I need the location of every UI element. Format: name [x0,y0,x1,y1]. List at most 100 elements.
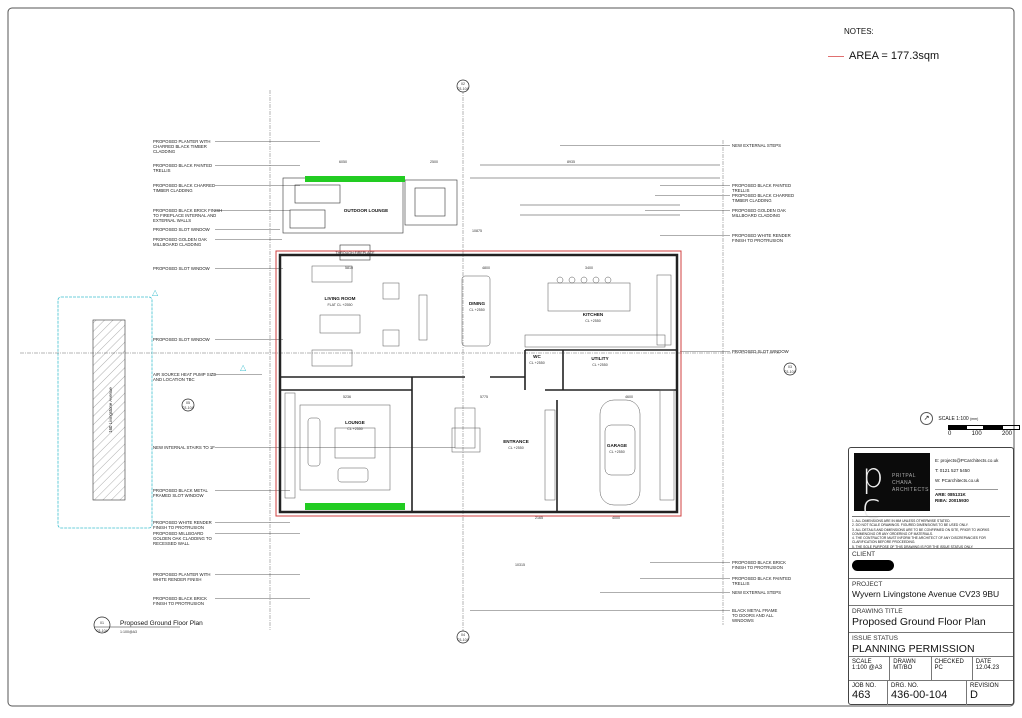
area-outline-swatch [828,55,844,57]
dimension: 2500 [430,160,438,164]
section-marker-top: 02 03-104 [456,79,470,93]
issue-status: PLANNING PERMISSION [852,643,975,655]
checked-label: CHECKED [934,659,964,665]
callout-text: NEW EXTERNAL STEPS [732,143,781,148]
room-living-room: LIVING ROOM [325,296,356,301]
riba-number: RIBA: 20015930 [935,498,969,503]
drawing-title-label: Proposed Ground Floor Plan [120,620,203,627]
north-arrow-icon: ↗ [920,412,933,425]
callout-text: PROPOSED SLOT WINDOW [153,227,211,232]
client-redacted [852,560,894,571]
room-tag: CL +2550 [585,319,601,323]
left-callout: PROPOSED SLOT WINDOW [153,266,211,271]
room-tag: CL +2550 [592,363,608,367]
dimension: 4600 [625,395,633,399]
dimension: 6050 [339,160,347,164]
callout-text: PROPOSED MILLBOARD [153,531,203,536]
callout-text: AIR SOURCE HEAT PUMP SIZE [153,372,216,377]
site-location-plan: 160 Livingstone Avenue △ △ [57,288,247,529]
svg-text:03-104: 03-104 [784,370,795,374]
drawing-reference: 01 03-104 Proposed Ground Floor Plan 1:1… [93,616,203,634]
callout-text: PROPOSED BLACK PAINTED [153,163,212,168]
site-label: 160 Livingstone Avenue [108,387,113,433]
dimension: 8935 [567,160,575,164]
room-kitchen: KITCHEN [583,312,604,317]
callout-text: PROPOSED GOLDEN OAK [153,237,207,242]
website-link[interactable]: W: PCarchitects.co.uk [935,478,980,483]
left-callout: PROPOSED SLOT WINDOW [153,337,211,342]
svg-text:03-104: 03-104 [457,638,468,642]
svg-text:03-104: 03-104 [182,406,193,410]
callout-text: PROPOSED PLANTER WITH [153,139,211,144]
room-tag: CL +2550 [529,361,545,365]
callout-text: FINISH TO PROTRUSION [732,565,783,570]
scale-tick: 0 [948,431,952,437]
disclaimer: 2. DO NOT SCALE DRAWINGS. FIGURED DIMENS… [852,523,969,528]
disclaimer: 4. THE CONTRACTOR MUST INFORM THE ARCHIT… [852,536,986,545]
sheet-border [7,7,1015,707]
scale-tick: 100 [971,431,982,437]
svg-text:01: 01 [100,621,104,625]
svg-text:04: 04 [461,633,465,637]
right-callout: NEW EXTERNAL STEPS [732,590,781,595]
callout-text: PROPOSED BLACK BRICK [153,596,207,601]
building-walls [275,250,682,517]
callout-text: AND LOCATION TBC [153,377,195,382]
room-tag: CL +2550 [469,308,485,312]
drawn-value: MT/BO [893,665,913,671]
job-label: JOB NO. [852,683,877,689]
room-fireplace: THROUGH FIREPLACE [335,251,375,255]
revision-triangle-icon: △ [240,363,247,372]
revision-label: REVISION [970,683,999,689]
arb-number: ARB: 085131K [935,492,966,497]
callout-text: PROPOSED BLACK BRICK [732,560,786,565]
callout-text: FRAMED SLOT WINDOW [153,493,204,498]
planter-bottom [305,503,405,510]
site-boundary [57,296,153,529]
section-marker-bottom: 04 03-104 [456,630,470,644]
room-tag: CL +2550 [508,446,524,450]
drawing-title: Proposed Ground Floor Plan [852,616,986,628]
callout-text: TRELLIS [153,168,171,173]
job-number: 463 [852,689,871,701]
drg-label: DRG. NO. [891,683,919,689]
callout-text: PROPOSED SLOT WINDOW [732,349,790,354]
callout-text: BLACK METAL FRAME [732,608,777,613]
callout-text: PROPOSED GOLDEN OAK [732,208,786,213]
room-outdoor-lounge: OUTDOOR LOUNGE [344,208,388,213]
callout-text: PROPOSED BLACK CHARRED [732,193,794,198]
firm-name-line: ARCHITECTS [892,487,929,493]
firm-name-line: CHANA [892,480,913,486]
room-wc: WC [533,354,541,359]
dimension: 3400 [585,266,593,270]
callout-text: MILLBOARD CLADDING [153,242,202,247]
email-link[interactable]: E: projects@PCarchitects.co.uk [935,458,999,463]
room-entrance: ENTRANCE [503,439,529,444]
area-legend: AREA = 177.3sqm [828,50,939,62]
callout-text: PROPOSED BLACK PAINTED [732,183,791,188]
dimension: 5775 [480,395,488,399]
svg-text:03: 03 [788,365,792,369]
project-name: Wyvern Livingstone Avenue CV23 9BU [852,589,1000,599]
outdoor-area [282,164,720,261]
dimension: 4000 [612,516,620,520]
callout-text: PROPOSED PLANTER WITH [153,572,211,577]
scale-label: SCALE 1:100 [938,415,969,422]
callout-text: PROPOSED WHITE RENDER [153,520,212,525]
svg-text:03-104: 03-104 [457,87,468,91]
callout-text: WHITE RENDER FINISH [153,577,201,582]
dimension: 10315 [515,563,525,567]
disclaimer: 5. THE SOLE PURPOSE OF THIS DRAWING IS F… [852,544,974,549]
callout-text: WINDOWS [732,618,754,623]
callout-text: PROPOSED BLACK PAINTED [732,576,791,581]
